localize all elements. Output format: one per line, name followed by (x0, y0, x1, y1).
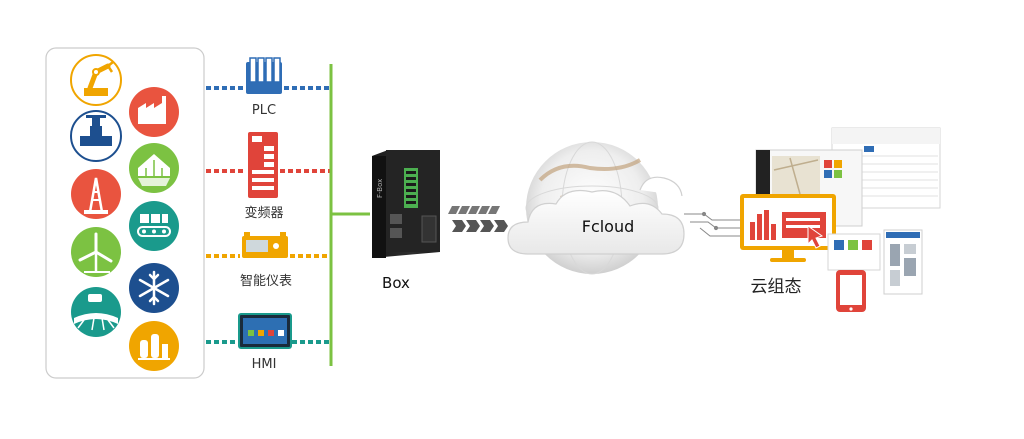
refinery-icon (129, 321, 179, 371)
tractor-field-icon (71, 287, 121, 337)
cloud-scada-label: 云组态 (751, 277, 802, 297)
fbox-gateway-device: F-Box (372, 150, 440, 258)
robot-arm-icon (70, 54, 122, 106)
field-bus (329, 64, 370, 366)
data-flow-arrows (448, 206, 508, 232)
fbox-device-text: F-Box (376, 179, 384, 198)
conveyor-icon (129, 201, 179, 251)
hmi-label: HMI (252, 357, 277, 372)
wind-turbine-icon (71, 227, 121, 277)
smart-meter-icon (242, 232, 288, 258)
fcloud-label: Fcloud (582, 217, 635, 236)
inverter-label: 变频器 (244, 205, 283, 221)
plc-label: PLC (252, 103, 276, 118)
smart-meter-label: 智能仪表 (240, 274, 292, 289)
cloud-link-lines (684, 211, 742, 237)
box-label: Box (382, 274, 410, 292)
hmi-device-icon (238, 313, 292, 349)
industry-panel (45, 47, 205, 379)
cloud-icon: Fcloud (507, 176, 685, 255)
snowflake-icon (129, 263, 179, 313)
valve-icon (70, 110, 122, 162)
inverter-device-icon (248, 132, 278, 198)
cloud-scada-screens (740, 127, 941, 312)
oil-rig-icon (71, 169, 121, 219)
factory-icon (129, 87, 179, 137)
plc-device-icon (246, 57, 282, 94)
greenhouse-icon (129, 143, 179, 193)
